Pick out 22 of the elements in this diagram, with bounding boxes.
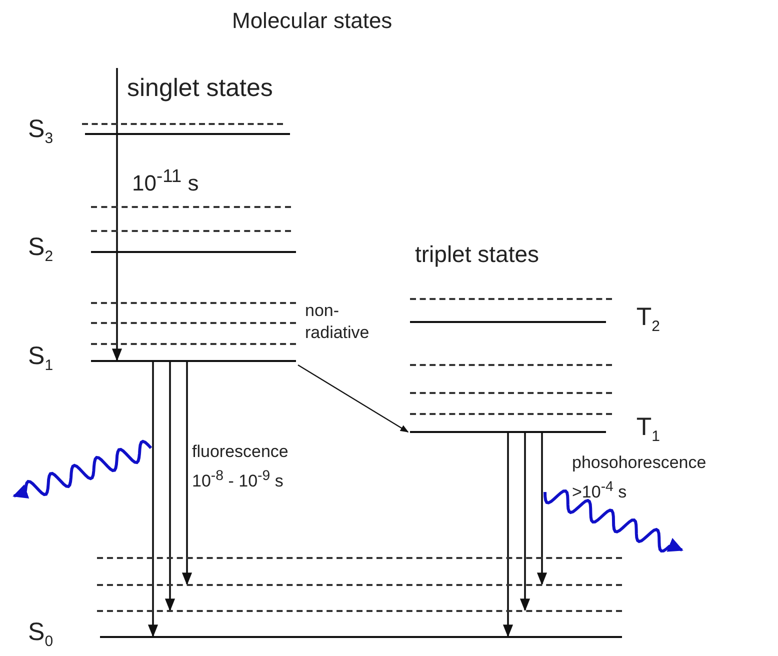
diagram-title: Molecular states	[232, 8, 392, 33]
arrow	[182, 362, 192, 586]
arrow	[298, 364, 409, 433]
group-heading: triplet states	[415, 242, 539, 267]
arrow	[502, 433, 514, 638]
state-label: S$_{1}$	[28, 341, 54, 376]
state-label: T$_{2}$	[635, 302, 660, 337]
arrow	[164, 362, 176, 612]
state-label: S$_{0}$	[28, 617, 54, 652]
state-label: S$_{3}$	[28, 114, 54, 149]
arrow	[520, 433, 530, 612]
arrow	[536, 433, 548, 586]
time-label: 10$^{-11}$ s	[132, 164, 199, 196]
vibrational-level-line	[97, 610, 622, 612]
process-label: phosohorescence >10$^{-4}$ s	[572, 452, 708, 504]
state-label: T$_{1}$	[635, 412, 660, 447]
arrow	[148, 362, 158, 638]
vibrational-level-line	[97, 584, 622, 586]
state-label: S$_{2}$	[28, 232, 54, 267]
process-label: fluorescence 10$^{-8}$ - 10$^{-9}$ s	[192, 441, 290, 493]
group-heading: singlet states	[127, 76, 273, 101]
arrow	[112, 68, 122, 362]
